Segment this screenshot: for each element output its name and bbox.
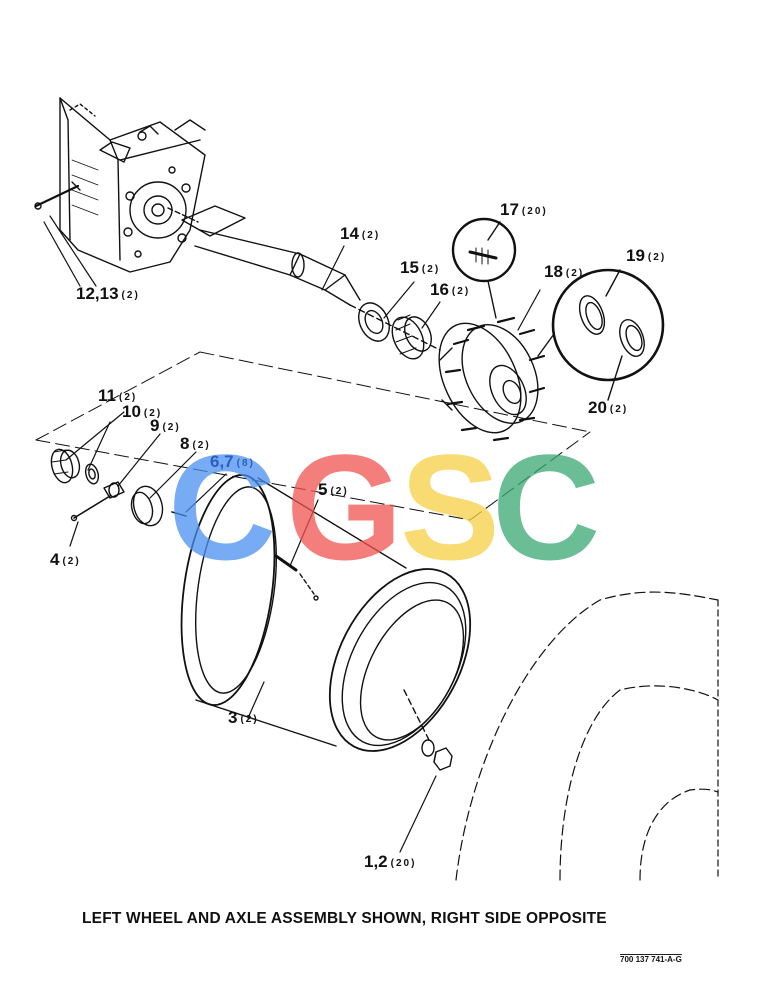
lug-nut (421, 739, 453, 771)
bearing-cup-detail-circle (537, 268, 665, 401)
stud-detail-circle (451, 217, 517, 319)
leader-lines (43, 215, 541, 853)
callout-label: 6,7 (210, 452, 234, 471)
figure-caption: LEFT WHEEL AND AXLE ASSEMBLY SHOWN, RIGH… (82, 910, 607, 927)
hub (438, 316, 546, 442)
callout-qty: (2) (451, 286, 471, 297)
callout-20: 20(2) (588, 398, 628, 418)
callout-qty: (2) (62, 556, 81, 567)
callout-label: 5 (318, 480, 328, 499)
callout-label: 11 (98, 386, 116, 405)
callout-qty: (2) (162, 422, 181, 433)
callout-qty: (2) (330, 486, 349, 497)
callout-label: 8 (180, 434, 190, 453)
callout-label: 19 (626, 246, 645, 265)
tire-outline (455, 591, 719, 881)
callout-label: 9 (150, 416, 160, 435)
outer-bearing-stack (50, 448, 187, 527)
figure-code: 700 137 741-A-G (620, 954, 682, 964)
callout-qty: (2) (143, 408, 163, 419)
callout-8: 8(2) (180, 434, 211, 454)
callout-17: 17(20) (500, 200, 548, 220)
callout-10: 10(2) (122, 402, 162, 422)
callout-qty: (2) (192, 440, 211, 451)
callout-label: 14 (340, 224, 359, 243)
wheel-rim (180, 474, 472, 752)
callout-9: 9(2) (150, 416, 181, 436)
seal (358, 302, 390, 342)
frame-housing (34, 97, 206, 273)
callout-3: 3(2) (228, 708, 259, 728)
callout-4: 4(2) (50, 550, 81, 570)
callout-qty: (8) (236, 458, 255, 469)
callout-label: 1,2 (364, 852, 388, 871)
callout-qty: (2) (118, 392, 138, 403)
callout-qty: (2) (565, 268, 585, 279)
callout-label: 20 (588, 398, 607, 417)
valve-stem (274, 554, 319, 601)
callout-label: 12,13 (76, 284, 119, 303)
callout-label: 18 (544, 262, 563, 281)
callout-12-13: 12,13(2) (76, 284, 140, 304)
callout-15: 15(2) (400, 258, 440, 278)
callout-qty: (20) (521, 206, 548, 217)
callout-qty: (2) (609, 404, 629, 415)
inner-bearing (391, 314, 432, 360)
callout-qty: (2) (647, 252, 667, 263)
callout-label: 10 (122, 402, 141, 421)
callout-14: 14(2) (340, 224, 380, 244)
callout-qty: (2) (421, 264, 441, 275)
axle (167, 205, 441, 351)
callout-qty: (2) (361, 230, 381, 241)
callout-16: 16(2) (430, 280, 470, 300)
callout-label: 3 (228, 708, 238, 727)
callout-label: 4 (50, 550, 60, 569)
callout-11: 11(2) (98, 386, 137, 406)
callout-qty: (20) (390, 858, 417, 869)
callout-qty: (2) (240, 714, 259, 725)
callout-label: 15 (400, 258, 419, 277)
callout-label: 16 (430, 280, 449, 299)
callout-1-2: 1,2(20) (364, 852, 416, 872)
callout-5: 5(2) (318, 480, 349, 500)
callout-6-7: 6,7(8) (210, 452, 255, 472)
callout-19: 19(2) (626, 246, 666, 266)
callout-18: 18(2) (544, 262, 584, 282)
callout-label: 17 (500, 200, 519, 219)
callout-qty: (2) (121, 290, 140, 301)
